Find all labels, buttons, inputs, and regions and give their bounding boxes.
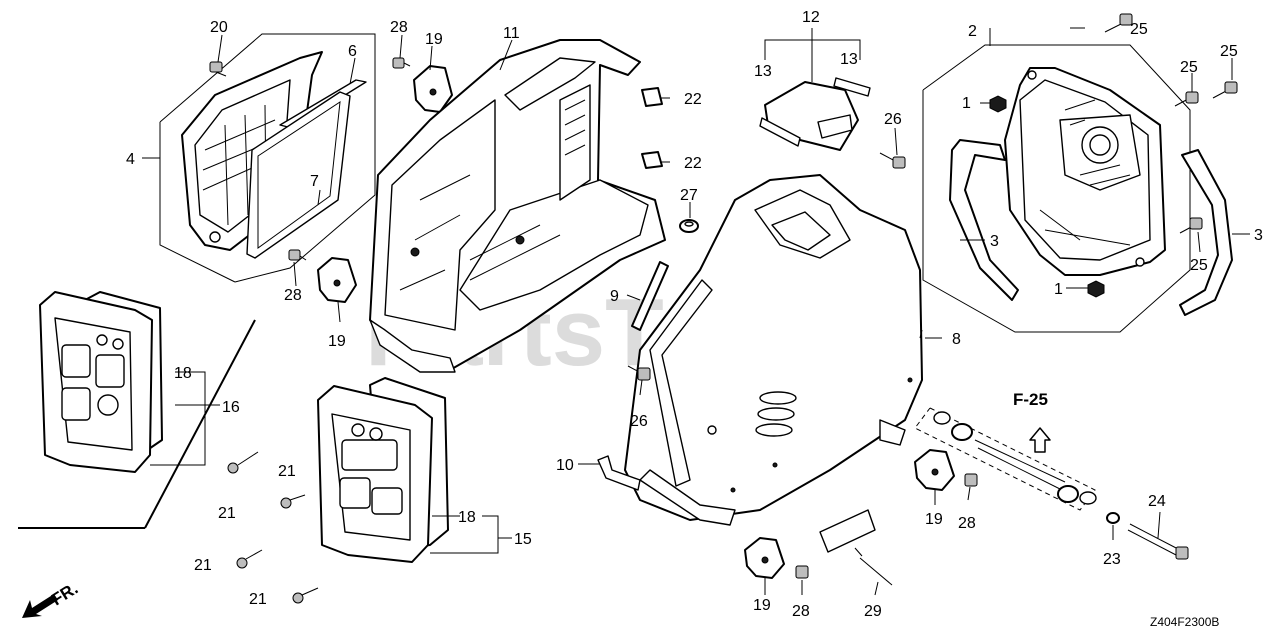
callout-24: 24 (1148, 493, 1166, 510)
callout-25-mid: 25 (1180, 59, 1198, 76)
handle-strip-13-left (759, 117, 801, 147)
bolt-28-top (392, 57, 411, 69)
callout-22-top: 22 (684, 91, 702, 108)
bracket-19-right (914, 449, 955, 491)
handle-cover-12 (764, 81, 859, 151)
callout-21-a: 21 (218, 505, 236, 522)
group-frame-2 (922, 44, 1191, 333)
callout-9: 9 (610, 288, 619, 305)
callout-18-center: 18 (458, 509, 476, 526)
callout-1-top: 1 (962, 95, 971, 112)
plate-29 (819, 509, 893, 586)
callout-19-mid: 19 (328, 333, 346, 350)
main-cover-8 (624, 174, 923, 526)
callout-28-right: 28 (958, 515, 976, 532)
grommet-27 (679, 219, 699, 233)
callout-6: 6 (348, 43, 357, 60)
callout-19-bottom: 19 (753, 597, 771, 614)
callout-25-lower: 25 (1190, 257, 1208, 274)
callout-22-bottom: 22 (684, 155, 702, 172)
callout-26-top: 26 (884, 111, 902, 128)
callout-25-right: 25 (1220, 43, 1238, 60)
gasket-18-center (317, 385, 433, 563)
callout-10: 10 (556, 457, 574, 474)
handle-strip-13-right (833, 77, 871, 97)
callout-13-right: 13 (840, 51, 858, 68)
bracket-10 (597, 455, 641, 491)
screw-21-b (280, 494, 306, 509)
bolt-25-top (1104, 13, 1133, 33)
bolt-24 (1127, 523, 1189, 560)
callout-28-left: 28 (284, 287, 302, 304)
callout-12: 12 (802, 9, 820, 26)
gasket-18-left (39, 291, 153, 473)
callout-8: 8 (952, 331, 961, 348)
trim-strip-3-left (949, 139, 1019, 301)
bracket-19-mid (317, 257, 357, 303)
separator-line-left (18, 319, 256, 529)
callout-23: 23 (1103, 551, 1121, 568)
bracket-19-top (413, 65, 453, 113)
group-frame-4 (159, 33, 376, 283)
nut-1-top (989, 95, 1007, 113)
callout-4: 4 (126, 151, 135, 168)
callout-28-top: 28 (390, 19, 408, 36)
seal-strip-9 (631, 261, 669, 331)
callout-1-bottom: 1 (1054, 281, 1063, 298)
bolt-28-bottom (795, 565, 809, 579)
callout-13-left: 13 (754, 63, 772, 80)
clip-22-top (641, 87, 663, 107)
callout-3-right: 3 (1254, 227, 1263, 244)
bolt-28-right (964, 473, 978, 487)
callout-21-c: 21 (194, 557, 212, 574)
frame-11 (369, 39, 666, 373)
bolt-25-lower (1179, 217, 1203, 234)
leader-lines (142, 27, 1250, 596)
callout-18-left: 18 (174, 365, 192, 382)
callout-20: 20 (210, 19, 228, 36)
bolt-28-left (288, 249, 307, 261)
callout-3-left: 3 (990, 233, 999, 250)
callout-26-mid: 26 (630, 413, 648, 430)
callout-28-bottom: 28 (792, 603, 810, 620)
callout-19-top: 19 (425, 31, 443, 48)
bolt-20 (209, 61, 227, 77)
callout-25-top: 25 (1130, 21, 1148, 38)
bolt-26-mid (627, 365, 651, 381)
callout-29: 29 (864, 603, 882, 620)
callout-15: 15 (514, 531, 532, 548)
nut-1-bottom (1087, 280, 1105, 298)
callout-7: 7 (310, 173, 319, 190)
reference-arrow (1029, 427, 1051, 453)
side-cover-2 (1004, 67, 1166, 276)
reference-label: F-25 (1013, 390, 1048, 409)
diagram-code: Z404F2300B (1150, 615, 1219, 629)
callout-21-d: 21 (249, 591, 267, 608)
callout-11: 11 (503, 25, 520, 42)
gasket-7 (246, 91, 351, 259)
washer-23 (1106, 512, 1120, 524)
exploded-pin-group (914, 407, 1097, 511)
callout-27: 27 (680, 187, 698, 204)
clip-22-bottom (641, 151, 663, 169)
front-arrow-icon (22, 594, 58, 618)
callout-21-b: 21 (278, 463, 296, 480)
screw-21-c (236, 549, 263, 569)
callout-2: 2 (968, 23, 977, 40)
bolt-25-mid (1174, 91, 1199, 107)
bracket-19-bottom (744, 537, 785, 579)
trim-strip-3-right (1179, 149, 1233, 316)
callout-19-right: 19 (925, 511, 943, 528)
front-indicator-label: FR. (48, 579, 81, 610)
bolt-26-top (879, 152, 906, 169)
bolt-25-mid-right (1212, 81, 1238, 99)
screw-21-a (227, 451, 259, 474)
screw-21-d (292, 587, 319, 604)
callout-16: 16 (222, 399, 240, 416)
